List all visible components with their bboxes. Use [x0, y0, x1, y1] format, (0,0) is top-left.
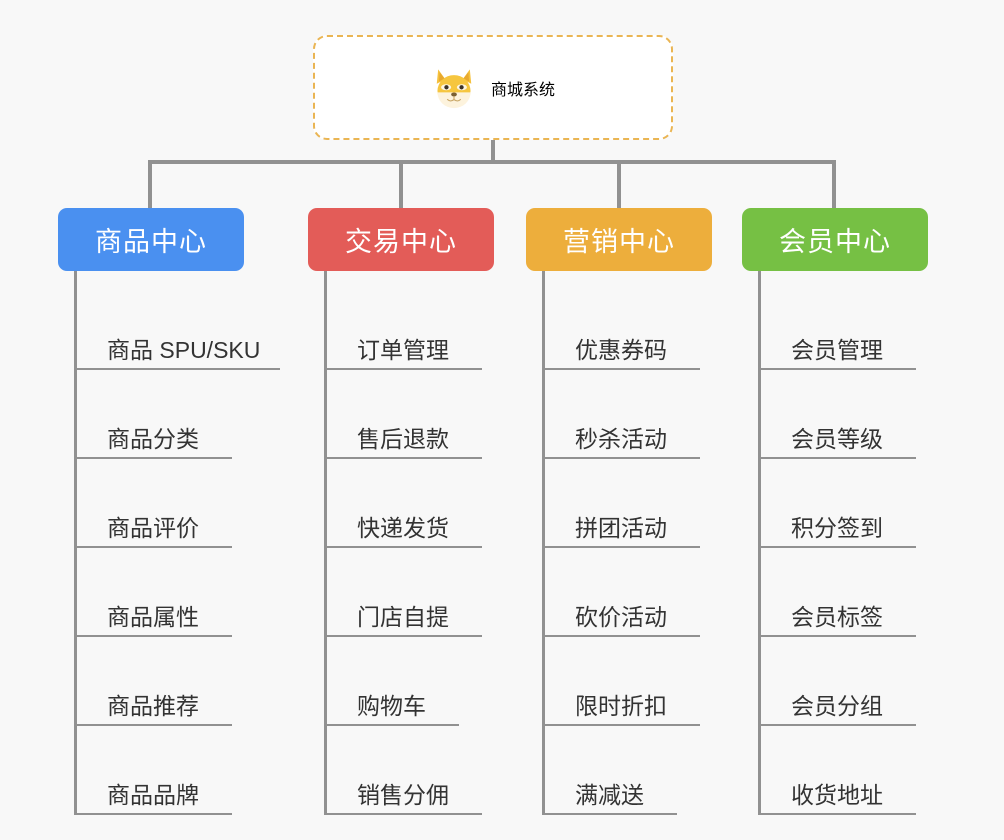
leaf-underline	[77, 457, 232, 459]
leaf-label: 满减送	[575, 781, 644, 808]
leaf-item[interactable]: 优惠券码	[545, 281, 716, 370]
leaf-item[interactable]: 门店自提	[327, 548, 498, 637]
leaf-underline	[545, 546, 700, 548]
leaf-item[interactable]: 砍价活动	[545, 548, 716, 637]
leaf-item[interactable]: 商品推荐	[77, 637, 278, 726]
leaf-underline	[77, 724, 232, 726]
leaf-item[interactable]: 秒杀活动	[545, 370, 716, 459]
branch-column-product: 商品中心商品 SPU/SKU 商品分类商品评价商品属性商品推荐商品品牌	[58, 208, 280, 815]
leaf-item[interactable]: 销售分佣	[327, 726, 498, 815]
leaf-underline	[761, 813, 916, 815]
connector-drop-3	[617, 160, 621, 208]
leaf-stack: 订单管理售后退款快递发货门店自提购物车销售分佣	[324, 271, 498, 815]
leaf-label: 订单管理	[357, 336, 449, 363]
connector-horizontal-bar	[148, 160, 836, 164]
category-box[interactable]: 营销中心	[526, 208, 712, 271]
leaf-underline	[327, 635, 482, 637]
leaf-label: 会员管理	[791, 336, 883, 363]
leaf-item[interactable]: 售后退款	[327, 370, 498, 459]
leaf-underline	[327, 813, 482, 815]
leaf-underline	[77, 368, 280, 370]
leaf-label: 门店自提	[357, 603, 449, 630]
leaf-label: 收货地址	[791, 781, 883, 808]
leaf-underline	[761, 457, 916, 459]
leaf-item[interactable]: 商品品牌	[77, 726, 278, 815]
connector-drop-2	[399, 160, 403, 208]
leaf-item[interactable]: 快递发货	[327, 459, 498, 548]
leaf-item[interactable]: 商品评价	[77, 459, 278, 548]
leaf-underline	[545, 724, 700, 726]
leaf-label: 商品推荐	[107, 692, 199, 719]
connector-root-stem	[491, 140, 495, 162]
leaf-underline	[761, 724, 916, 726]
leaf-label: 拼团活动	[575, 514, 667, 541]
leaf-underline	[545, 457, 700, 459]
branch-column-trade: 交易中心订单管理售后退款快递发货门店自提购物车销售分佣	[308, 208, 498, 815]
leaf-underline	[327, 546, 482, 548]
connector-drop-4	[832, 160, 836, 208]
leaf-item[interactable]: 满减送	[545, 726, 716, 815]
leaf-item[interactable]: 收货地址	[761, 726, 937, 815]
leaf-underline	[761, 635, 916, 637]
leaf-item[interactable]: 限时折扣	[545, 637, 716, 726]
leaf-underline	[77, 813, 232, 815]
leaf-item[interactable]: 商品 SPU/SKU	[77, 281, 280, 370]
leaf-label: 砍价活动	[575, 603, 667, 630]
leaf-label: 会员等级	[791, 425, 883, 452]
leaf-label: 商品分类	[107, 425, 199, 452]
leaf-underline	[77, 635, 232, 637]
leaf-label: 快递发货	[357, 514, 449, 541]
leaf-underline	[327, 457, 482, 459]
leaf-underline	[327, 368, 482, 370]
leaf-label: 商品属性	[107, 603, 199, 630]
leaf-underline	[545, 635, 700, 637]
leaf-label: 商品评价	[107, 514, 199, 541]
category-box[interactable]: 会员中心	[742, 208, 928, 271]
root-node[interactable]: 商城系统	[313, 35, 673, 140]
leaf-stack: 商品 SPU/SKU 商品分类商品评价商品属性商品推荐商品品牌	[74, 271, 280, 815]
leaf-item[interactable]: 会员标签	[761, 548, 937, 637]
leaf-label: 售后退款	[357, 425, 449, 452]
leaf-label: 优惠券码	[575, 336, 667, 363]
leaf-item[interactable]: 商品属性	[77, 548, 278, 637]
leaf-label: 销售分佣	[357, 781, 449, 808]
leaf-label: 商品 SPU/SKU	[107, 336, 261, 363]
leaf-stack: 优惠券码秒杀活动拼团活动砍价活动限时折扣满减送	[542, 271, 716, 815]
leaf-underline	[327, 724, 459, 726]
leaf-underline	[545, 813, 677, 815]
shiba-dog-face-icon	[436, 68, 472, 108]
leaf-label: 会员分组	[791, 692, 883, 719]
leaf-item[interactable]: 会员管理	[761, 281, 937, 370]
leaf-label: 会员标签	[791, 603, 883, 630]
leaf-item[interactable]: 购物车	[327, 637, 498, 726]
branch-column-member: 会员中心会员管理会员等级积分签到会员标签会员分组收货地址	[742, 208, 937, 815]
leaf-item[interactable]: 商品分类	[77, 370, 278, 459]
leaf-stack: 会员管理会员等级积分签到会员标签会员分组收货地址	[758, 271, 937, 815]
leaf-underline	[77, 546, 232, 548]
leaf-item[interactable]: 订单管理	[327, 281, 498, 370]
leaf-label: 限时折扣	[575, 692, 667, 719]
leaf-item[interactable]: 会员分组	[761, 637, 937, 726]
leaf-underline	[761, 368, 916, 370]
leaf-label: 秒杀活动	[575, 425, 667, 452]
leaf-item[interactable]: 积分签到	[761, 459, 937, 548]
branch-column-marketing: 营销中心优惠券码秒杀活动拼团活动砍价活动限时折扣满减送	[526, 208, 716, 815]
leaf-label: 商品品牌	[107, 781, 199, 808]
connector-drop-1	[148, 160, 152, 208]
category-box[interactable]: 交易中心	[308, 208, 494, 271]
leaf-item[interactable]: 拼团活动	[545, 459, 716, 548]
root-title: 商城系统	[490, 81, 555, 99]
leaf-label: 积分签到	[791, 514, 883, 541]
leaf-underline	[545, 368, 700, 370]
leaf-label: 购物车	[357, 692, 426, 719]
leaf-item[interactable]: 会员等级	[761, 370, 937, 459]
category-box[interactable]: 商品中心	[58, 208, 244, 271]
leaf-underline	[761, 546, 916, 548]
